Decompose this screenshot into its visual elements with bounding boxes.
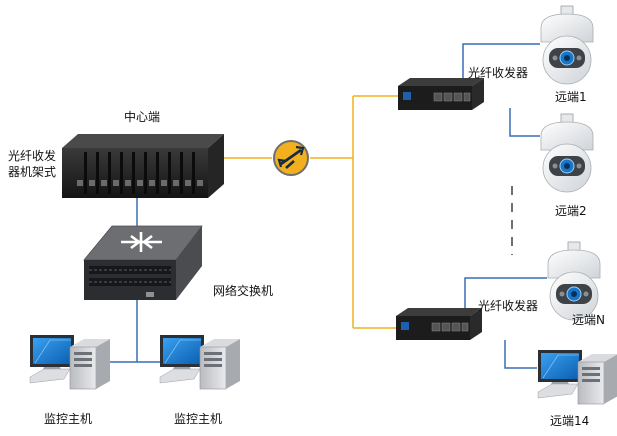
transceiver-bottom	[395, 307, 483, 341]
camera-remote-2	[540, 113, 594, 193]
link-switch-to-hosts	[104, 300, 170, 363]
label-remote-n: 远端N	[572, 313, 605, 327]
optical-converter-icon	[273, 140, 309, 176]
label-remote-1: 远端1	[555, 90, 587, 104]
label-switch: 网络交换机	[213, 283, 273, 298]
label-host-left: 监控主机	[44, 412, 92, 426]
link-top-transceiver-to-remote1	[462, 43, 540, 80]
label-host-right: 监控主机	[174, 412, 222, 426]
rack-fiber-transceiver	[62, 134, 224, 198]
camera-remote-1	[540, 5, 594, 85]
link-top-transceiver-to-remote2	[509, 108, 540, 137]
label-rack-line1: 光纤收发	[8, 148, 56, 163]
link-bottom-transceiver-to-remoteN	[464, 277, 547, 308]
ethernet-links	[104, 43, 547, 369]
label-transceiver-bottom: 光纤收发器	[478, 298, 538, 313]
label-remote-2: 远端2	[555, 204, 587, 218]
label-remote-14: 远端14	[550, 414, 589, 428]
host-center	[159, 334, 241, 390]
label-rack-line2: 器机架式	[8, 165, 56, 179]
camera-remote-n	[547, 241, 601, 321]
host-left	[29, 334, 111, 390]
switch-arrows-icon	[121, 232, 162, 252]
network-switch	[83, 225, 203, 300]
label-center: 中心端	[124, 109, 160, 124]
transceiver-top	[397, 77, 485, 111]
host-remote-14	[537, 349, 617, 405]
label-transceiver-top: 光纤收发器	[468, 65, 528, 80]
fiber-links	[222, 95, 400, 329]
link-bottom-transceiver-to-remote14	[504, 340, 537, 369]
